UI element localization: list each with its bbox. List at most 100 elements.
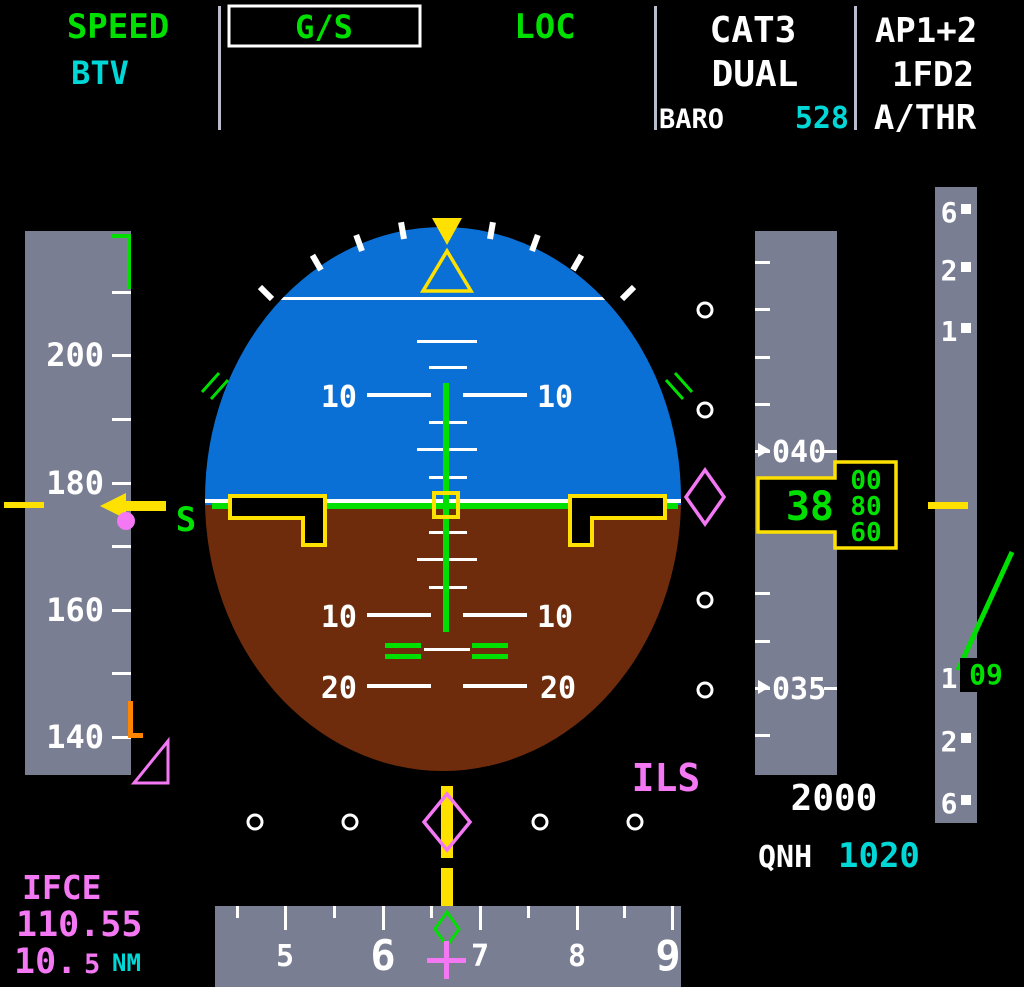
heading-label: 7 (471, 939, 489, 974)
altitude-tick (755, 356, 770, 359)
vs-needle (955, 550, 1015, 672)
s-speed-marker: S (176, 500, 196, 540)
altitude-window-main: 38 (786, 484, 834, 530)
glideslope-dot (696, 591, 714, 609)
vls-strip (128, 701, 133, 738)
pitch-mark (417, 340, 477, 343)
roll-tick (570, 253, 585, 272)
vs-scale-square (961, 323, 971, 333)
speed-tick-label: 140 (46, 718, 104, 756)
heading-tape: 5 6 7 8 9 (215, 868, 681, 987)
glideslope-dot (696, 401, 714, 419)
heading-minor-tick (623, 906, 626, 918)
roll-tick (257, 284, 275, 302)
heading-label: 9 (655, 931, 680, 980)
fma-gs-mode: G/S (295, 8, 353, 46)
fma-loc-mode: LOC (514, 7, 575, 47)
altitude-tick (755, 734, 770, 737)
fma-ap-status: AP1+2 (875, 11, 977, 51)
heading-minor-tick (527, 906, 530, 918)
fma-athr-status: A/THR (874, 98, 977, 138)
speed-tick (112, 418, 131, 421)
pitch-line-20down (367, 684, 431, 688)
green-dash-marker (385, 643, 421, 648)
pitch-line-10down (463, 613, 527, 617)
vls-strip-foot (128, 733, 143, 738)
altitude-tick (824, 687, 837, 690)
speed-tick (112, 609, 131, 612)
altitude-tick-label: 035 (772, 672, 826, 707)
bank-limit-mark (209, 378, 230, 401)
heading-major-tick (671, 906, 674, 930)
roll-scale (257, 221, 637, 302)
pitch-label-10down-left: 10 (321, 600, 357, 635)
pitch-label-20down-left: 20 (321, 671, 357, 706)
pitch-label-10up-right: 10 (537, 380, 573, 415)
roll-tick (529, 233, 541, 253)
vs-scale-label: 1 (941, 662, 958, 695)
altitude-tick (755, 261, 770, 264)
vs-scale-label: 2 (941, 254, 958, 287)
qnh-label: QNH (758, 840, 812, 875)
pitch-line-10down (367, 613, 431, 617)
green-dash-marker (472, 654, 508, 659)
vertical-speed-scale: 6 2 1 1 2 6 09 (928, 187, 1015, 823)
localizer-dot (531, 813, 549, 831)
qnh-value: 1020 (838, 836, 920, 876)
bank-limit-marks (200, 371, 694, 401)
vs-scale-label: 2 (941, 725, 958, 758)
heading-major-tick (382, 906, 385, 930)
fma-baro-label: BARO (659, 104, 724, 135)
vs-reference-line (928, 502, 968, 509)
localizer-dot (341, 813, 359, 831)
heading-minor-tick (333, 906, 336, 918)
altitude-tick (755, 403, 770, 406)
localizer-reference-bar (441, 786, 453, 858)
vs-scale-label: 1 (941, 315, 958, 348)
vs-scale-label: 6 (941, 787, 958, 820)
localizer-dot (626, 813, 644, 831)
heading-major-tick (479, 906, 482, 930)
pitch-label-10up-left: 10 (321, 380, 357, 415)
altitude-drum-digit: 80 (850, 492, 881, 522)
fma-divider (654, 6, 657, 130)
green-dash-marker (385, 654, 421, 659)
pitch-label-20down-right: 20 (540, 671, 576, 706)
bank-limit-mark (200, 371, 221, 394)
vs-scale-square (961, 204, 971, 214)
ils-ident: IFCE (22, 868, 101, 907)
heading-label: 8 (568, 939, 586, 974)
localizer-scale (246, 786, 644, 858)
pitch-line-20up (240, 297, 650, 300)
speed-tick (112, 672, 131, 675)
glideslope-dot (696, 301, 714, 319)
ils-course-cross-icon (444, 941, 449, 979)
altitude-tape: 040 035 38 00 80 60 2000 QNH 1020 (755, 231, 920, 876)
glideslope-scale (683, 301, 727, 699)
speed-tick (112, 291, 131, 294)
fma-fd-status: 1FD2 (892, 55, 974, 95)
green-dash-marker (472, 643, 508, 648)
aircraft-center-square-icon (432, 491, 460, 519)
heading-minor-tick (236, 906, 239, 918)
heading-minor-tick (430, 906, 433, 918)
heading-major-tick (576, 906, 579, 930)
speed-tape: 200 180 160 140 S (4, 231, 196, 785)
altitude-label-arrow-icon (758, 680, 770, 694)
speed-tick-label: 160 (46, 591, 104, 629)
pitch-line-10up (367, 393, 431, 397)
roll-tick (309, 253, 324, 272)
heading-label: 6 (370, 931, 395, 980)
vs-scale-label: 6 (941, 196, 958, 229)
altitude-tick (755, 640, 770, 643)
ils-frequency: 110.55 (16, 905, 142, 945)
roll-tick (487, 221, 496, 240)
selected-altitude: 2000 (791, 778, 878, 819)
localizer-diamond-icon (421, 791, 473, 853)
speed-tick (112, 354, 131, 357)
speed-tick (112, 482, 131, 485)
heading-major-tick (284, 906, 287, 930)
altitude-drum-digit: 60 (850, 518, 881, 548)
vs-value-box (960, 658, 1012, 692)
